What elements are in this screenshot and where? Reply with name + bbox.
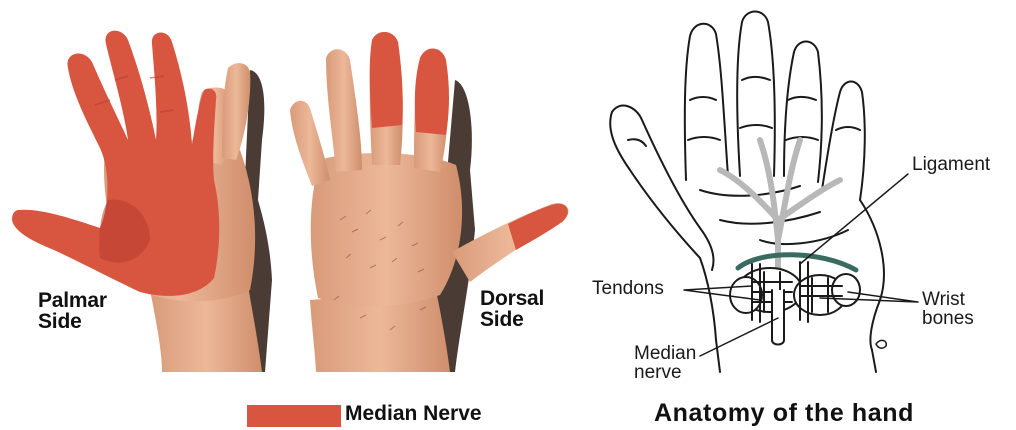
wrist-bones-label: Wrist bones [922, 290, 974, 329]
median-nerve-label-line1: Median [634, 344, 696, 363]
anatomy-hand-drawing [610, 12, 918, 373]
wrist-bones [730, 268, 860, 315]
transverse-ligament [738, 255, 856, 270]
wrist-bones-label-line1: Wrist [922, 290, 974, 309]
palmar-side-label: Palmar Side [38, 290, 107, 333]
tendons-label: Tendons [592, 279, 664, 298]
median-nerve-label: Median nerve [634, 344, 696, 383]
median-nerve-legend-swatch [247, 405, 341, 427]
dorsal-side-label: Dorsal Side [480, 288, 544, 331]
dorsal-label-line1: Dorsal [480, 288, 544, 309]
palmar-label-line1: Palmar [38, 290, 107, 311]
median-nerve-legend-label: Median Nerve [345, 403, 482, 424]
dorsal-label-line2: Side [480, 309, 544, 330]
anatomy-caption: Anatomy of the hand [654, 401, 914, 427]
wrist-bones-label-line2: bones [922, 309, 974, 328]
palmar-label-line2: Side [38, 311, 107, 332]
median-nerve-label-line2: nerve [634, 363, 696, 382]
ligament-label: Ligament [912, 155, 990, 174]
